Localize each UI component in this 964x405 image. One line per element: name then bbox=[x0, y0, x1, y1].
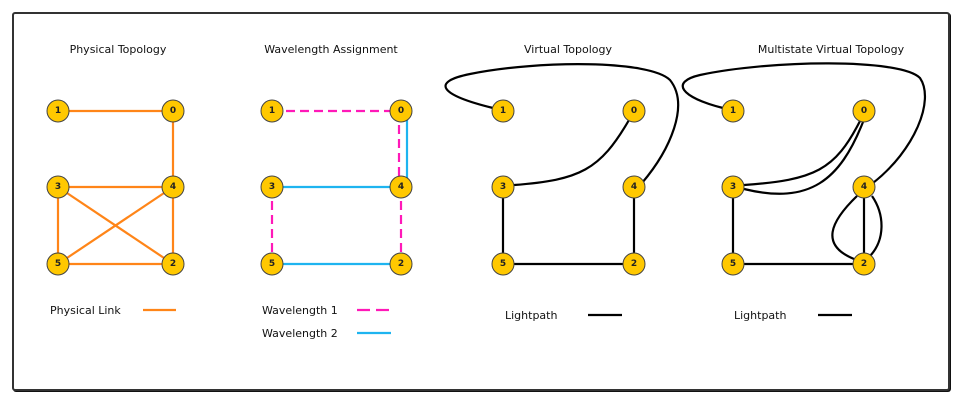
nodes: 1 0 3 4 5 2 bbox=[491, 99, 646, 276]
svg-text:1: 1 bbox=[55, 106, 61, 116]
legend-lightpath-label: Lightpath bbox=[734, 309, 786, 322]
svg-text:2: 2 bbox=[398, 259, 404, 269]
legend-wavelength-1-label: Wavelength 1 bbox=[262, 304, 338, 317]
node-4: 4 bbox=[161, 175, 185, 199]
svg-text:2: 2 bbox=[861, 259, 867, 269]
svg-text:1: 1 bbox=[269, 106, 275, 116]
svg-text:0: 0 bbox=[631, 106, 637, 116]
legend: Lightpath bbox=[734, 309, 852, 322]
node-0: 0 bbox=[161, 99, 185, 123]
node-3: 3 bbox=[260, 175, 284, 199]
panel-title: Physical Topology bbox=[70, 43, 167, 56]
edge-0-3 bbox=[513, 119, 630, 187]
figure-frame bbox=[12, 12, 950, 391]
panel-physical-topology: Physical Topology 1 0 3 4 5 2 Physical L… bbox=[46, 43, 185, 317]
nodes: 1 0 3 4 5 2 bbox=[46, 99, 185, 276]
edge-5-4 bbox=[57, 186, 174, 265]
svg-text:5: 5 bbox=[269, 259, 275, 269]
node-0: 0 bbox=[389, 99, 413, 123]
svg-text:4: 4 bbox=[170, 182, 176, 192]
panel-title: Multistate Virtual Topology bbox=[758, 43, 905, 56]
edges bbox=[681, 62, 926, 266]
legend-lightpath-label: Lightpath bbox=[505, 309, 557, 322]
node-3: 3 bbox=[46, 175, 70, 199]
svg-text:3: 3 bbox=[269, 182, 275, 192]
svg-text:5: 5 bbox=[730, 259, 736, 269]
node-1: 1 bbox=[46, 99, 70, 123]
svg-text:4: 4 bbox=[398, 182, 404, 192]
legend-physical-link-label: Physical Link bbox=[50, 304, 121, 317]
legend-wavelength-2-label: Wavelength 2 bbox=[262, 327, 338, 340]
svg-text:5: 5 bbox=[500, 259, 506, 269]
panel-multistate-virtual-topology: Multistate Virtual Topology 1 0 3 4 5 2 … bbox=[681, 43, 926, 322]
node-2: 2 bbox=[622, 252, 646, 276]
svg-text:4: 4 bbox=[861, 182, 867, 192]
svg-text:2: 2 bbox=[631, 259, 637, 269]
svg-text:3: 3 bbox=[55, 182, 61, 192]
legend: Lightpath bbox=[505, 309, 622, 322]
svg-text:5: 5 bbox=[55, 259, 61, 269]
edges bbox=[56, 109, 175, 266]
svg-text:0: 0 bbox=[861, 106, 867, 116]
legend: Physical Link bbox=[50, 304, 176, 317]
node-5: 5 bbox=[46, 252, 70, 276]
node-5: 5 bbox=[491, 252, 515, 276]
svg-text:0: 0 bbox=[170, 106, 176, 116]
svg-text:1: 1 bbox=[730, 106, 736, 116]
edges bbox=[270, 109, 409, 266]
legend: Wavelength 1 Wavelength 2 bbox=[262, 304, 391, 340]
edge-1-4 bbox=[681, 62, 926, 184]
node-1: 1 bbox=[721, 99, 745, 123]
svg-text:1: 1 bbox=[500, 106, 506, 116]
edge-4-2-right-arc bbox=[869, 195, 883, 257]
node-2: 2 bbox=[161, 252, 185, 276]
node-1: 1 bbox=[491, 99, 515, 123]
panel-title: Wavelength Assignment bbox=[264, 43, 398, 56]
node-0: 0 bbox=[852, 99, 876, 123]
node-3: 3 bbox=[721, 175, 745, 199]
edge-1-4 bbox=[444, 63, 680, 184]
svg-text:2: 2 bbox=[170, 259, 176, 269]
edge-0-3-a bbox=[743, 120, 861, 187]
node-4: 4 bbox=[389, 175, 413, 199]
node-1: 1 bbox=[260, 99, 284, 123]
svg-text:0: 0 bbox=[398, 106, 404, 116]
edge-0-3-b bbox=[743, 121, 865, 195]
nodes: 1 0 3 4 5 2 bbox=[260, 99, 413, 276]
node-2: 2 bbox=[389, 252, 413, 276]
node-4: 4 bbox=[852, 175, 876, 199]
edges bbox=[444, 63, 680, 266]
node-5: 5 bbox=[260, 252, 284, 276]
svg-text:4: 4 bbox=[631, 182, 637, 192]
panel-virtual-topology: Virtual Topology 1 0 3 4 5 2 Lightpath bbox=[444, 43, 680, 322]
panel-wavelength-assignment: Wavelength Assignment 1 0 3 4 5 2 Wavele… bbox=[260, 43, 413, 340]
node-2: 2 bbox=[852, 252, 876, 276]
node-4: 4 bbox=[622, 175, 646, 199]
edge-4-2-left-arc bbox=[831, 195, 858, 261]
node-3: 3 bbox=[491, 175, 515, 199]
panel-title: Virtual Topology bbox=[524, 43, 613, 56]
node-5: 5 bbox=[721, 252, 745, 276]
node-0: 0 bbox=[622, 99, 646, 123]
nodes: 1 0 3 4 5 2 bbox=[721, 99, 876, 276]
svg-text:3: 3 bbox=[730, 182, 736, 192]
svg-text:3: 3 bbox=[500, 182, 506, 192]
